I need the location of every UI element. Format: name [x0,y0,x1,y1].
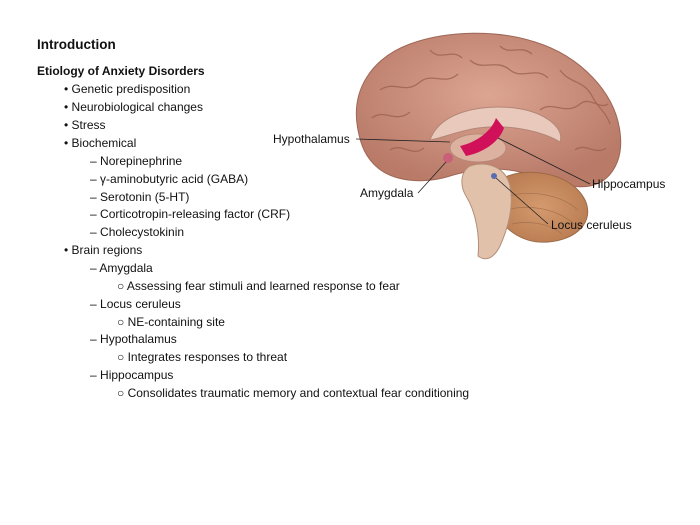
list-item: ○ Assessing fear stimuli and learned res… [117,279,400,293]
cerebellum-shape [494,171,589,243]
cerebellum-folia [505,193,579,235]
locus-ceruleus-label: Locus ceruleus [551,218,632,232]
list-item: – Hypothalamus [90,332,177,346]
leader-lines [355,137,591,225]
list-item: – Corticotropin-releasing factor (CRF) [90,207,291,221]
slide-title: Introduction [37,37,116,52]
amygdala-marker [443,153,453,163]
list-item: • Genetic predisposition [64,82,191,96]
gyri-pattern [371,45,611,153]
list-item: – Norepinephrine [90,154,183,168]
corpus-callosum [429,106,562,143]
list-item: – Hippocampus [90,368,174,382]
slide-subtitle: Etiology of Anxiety Disorders [37,64,205,78]
amygdala-label: Amygdala [360,186,414,200]
brainstem-shape [461,163,512,260]
list-item: • Neurobiological changes [64,100,203,114]
cerebrum-shape [356,32,622,188]
hippocampus-highlight [460,118,504,156]
list-item: – Serotonin (5-HT) [90,190,190,204]
list-item: ○ Consolidates traumatic memory and cont… [117,386,470,400]
list-item: – Amygdala [90,261,153,275]
list-item: ○ NE-containing site [117,315,225,329]
list-item: – Locus ceruleus [90,297,181,311]
hippocampus-label: Hippocampus [592,177,666,191]
list-item: • Brain regions [64,243,143,257]
list-item: – Cholecystokinin [90,225,185,239]
list-item: – γ-aminobutyric acid (GABA) [90,172,249,186]
list-item: ○ Integrates responses to threat [117,350,288,364]
list-item: • Biochemical [64,136,137,150]
locus-ceruleus-marker [491,173,497,179]
list-item: • Stress [64,118,106,132]
thalamus-shape [449,133,507,163]
hypothalamus-label: Hypothalamus [273,132,350,146]
